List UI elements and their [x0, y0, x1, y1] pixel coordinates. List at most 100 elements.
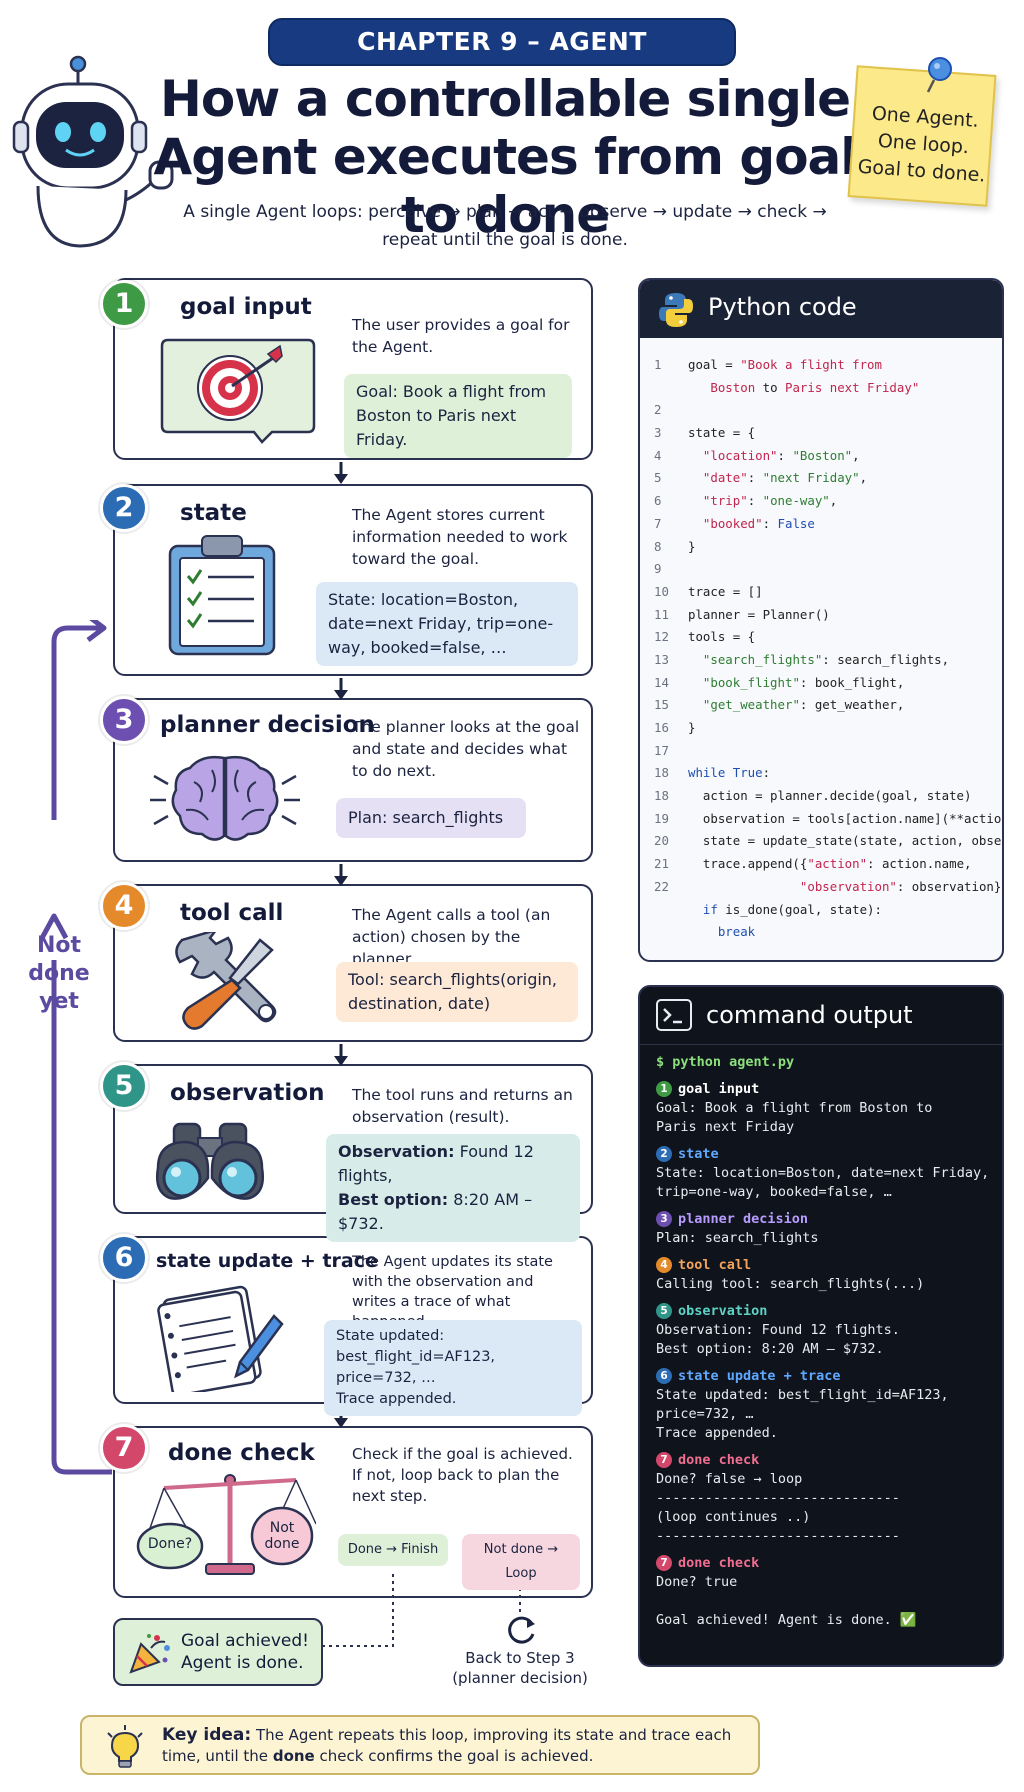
code-text: "search_flights": search_flights, [702, 651, 950, 667]
robot-mascot-icon [12, 55, 176, 248]
clipboard-icon [168, 535, 276, 656]
lightbulb-icon [107, 1725, 143, 1768]
code-panel-title: Python code [708, 293, 857, 321]
line-number: 10 [654, 583, 669, 599]
terminal-line: Best option: 8:20 AM – $732. [656, 1341, 884, 1357]
target-icon [160, 338, 316, 444]
terminal-line: Observation: Found 12 flights. [656, 1322, 900, 1338]
code-text: "date": "next Friday", [702, 470, 868, 486]
terminal-step-label: done check [678, 1555, 760, 1571]
line-number: 14 [654, 674, 669, 690]
step-description: The tool runs and returns an observation… [352, 1086, 573, 1126]
flow-arrow [334, 1044, 348, 1066]
terminal-line: trip=one-way, booked=false, … [656, 1184, 892, 1200]
code-line: 11 planner = Planner() [640, 604, 1002, 627]
terminal-line: Plan: search_flights [656, 1230, 819, 1246]
plan-tag: Plan: search_flights [336, 798, 526, 838]
terminal-step-label: state update + trace [678, 1368, 841, 1384]
terminal-line: ------------------------------ [656, 1490, 900, 1506]
party-popper-icon [129, 1634, 170, 1674]
code-text: break [717, 924, 756, 940]
terminal-step-badge: 2 [656, 1146, 672, 1162]
code-text: } [688, 538, 696, 554]
terminal-step-badge: 7 [656, 1555, 672, 1571]
code-text: "booked": False [702, 515, 815, 531]
line-number: 15 [654, 697, 669, 713]
step-title: state [180, 500, 247, 526]
flow-arrow [334, 678, 348, 700]
terminal-step-badge: 4 [656, 1257, 672, 1273]
best-option-label: Best option: [338, 1190, 449, 1209]
back-to-step-label: Back to Step 3 (planner decision) [452, 1649, 588, 1687]
step-title: observation [170, 1080, 325, 1106]
terminal-step-label: state [678, 1146, 719, 1162]
pushpin-icon [926, 57, 952, 93]
terminal-icon [656, 999, 692, 1031]
terminal-step-badge: 5 [656, 1303, 672, 1319]
code-text: state = { [688, 425, 756, 441]
code-line: 4 "location": "Boston", [640, 445, 1002, 468]
line-number: 11 [654, 606, 669, 622]
code-line: 2 [640, 399, 1002, 422]
terminal-step-heading: 7 done check [656, 1554, 996, 1573]
best-option-value: 8:20 AM – $732. [338, 1190, 533, 1233]
code-line: 21 trace.append({"action": action.name, [640, 853, 1002, 876]
code-text: "observation": observation}) [799, 878, 1004, 894]
not-done-loop-tag: Not done → Loop [462, 1534, 580, 1590]
terminal-line: Done? true [656, 1574, 738, 1590]
step-description: The user provides a goal for the Agent. [352, 316, 570, 356]
line-number: 5 [654, 470, 662, 486]
terminal-step-label: done check [678, 1452, 760, 1468]
terminal-step-label: planner decision [678, 1211, 809, 1227]
dotted-connector [322, 1574, 521, 1647]
step-number-badge: 2 [100, 484, 148, 532]
code-text: while True: [688, 765, 771, 781]
refresh-loop-icon [508, 1616, 535, 1644]
line-number: 13 [654, 651, 669, 667]
code-text: state = update_state(state, action, obse… [702, 833, 1002, 849]
code-line: 15 "get_weather": get_weather, [640, 694, 1002, 717]
page-title: How a controllable single Agent executes… [153, 70, 858, 244]
python-logo-icon [659, 293, 693, 327]
line-number: 3 [654, 425, 662, 441]
scale-left-label: Done? [147, 1536, 193, 1552]
key-idea-text: Key idea: The Agent repeats this loop, i… [162, 1725, 752, 1767]
step-title: goal input [180, 294, 312, 320]
code-text: planner = Planner() [688, 606, 830, 622]
line-number: 19 [654, 810, 669, 826]
code-text: if is_done(goal, state): [702, 901, 882, 917]
code-line: 14 "book_flight": book_flight, [640, 672, 1002, 695]
terminal-line: ------------------------------ [656, 1528, 900, 1544]
line-number: 18 [654, 765, 669, 781]
code-line: Boston to Paris next Friday" [640, 377, 1002, 400]
code-line: 6 "trip": "one-way", [640, 490, 1002, 513]
line-number: 1 [654, 357, 662, 372]
terminal-line: Calling tool: search_flights(...) [656, 1276, 925, 1292]
step-number-badge: 7 [100, 1424, 148, 1472]
code-line: if is_done(goal, state): [640, 899, 1002, 922]
observation-tag: Observation: Found 12 flights, Best opti… [326, 1134, 580, 1242]
code-line: break [640, 921, 1002, 944]
key-idea-body-a: The Agent repeats this loop, improving i… [162, 1726, 732, 1765]
step-title: planner decision [160, 712, 375, 738]
step-done-check [113, 1426, 593, 1598]
step-title: done check [168, 1440, 315, 1466]
code-text: Boston to Paris next Friday" [710, 379, 920, 395]
flow-arrow [334, 864, 348, 886]
code-text: "get_weather": get_weather, [702, 697, 905, 713]
scale-right-label: Not done [264, 1520, 300, 1552]
line-number: 21 [654, 856, 669, 872]
tool-tag: Tool: search_flights(origin, destination… [336, 962, 578, 1022]
terminal-step-heading: 2 state [656, 1145, 996, 1164]
code-text: trace.append({"action": action.name, [688, 856, 972, 872]
state-tag: State: location=Boston, date=next Friday… [316, 582, 578, 666]
step-number-badge: 3 [100, 696, 148, 744]
